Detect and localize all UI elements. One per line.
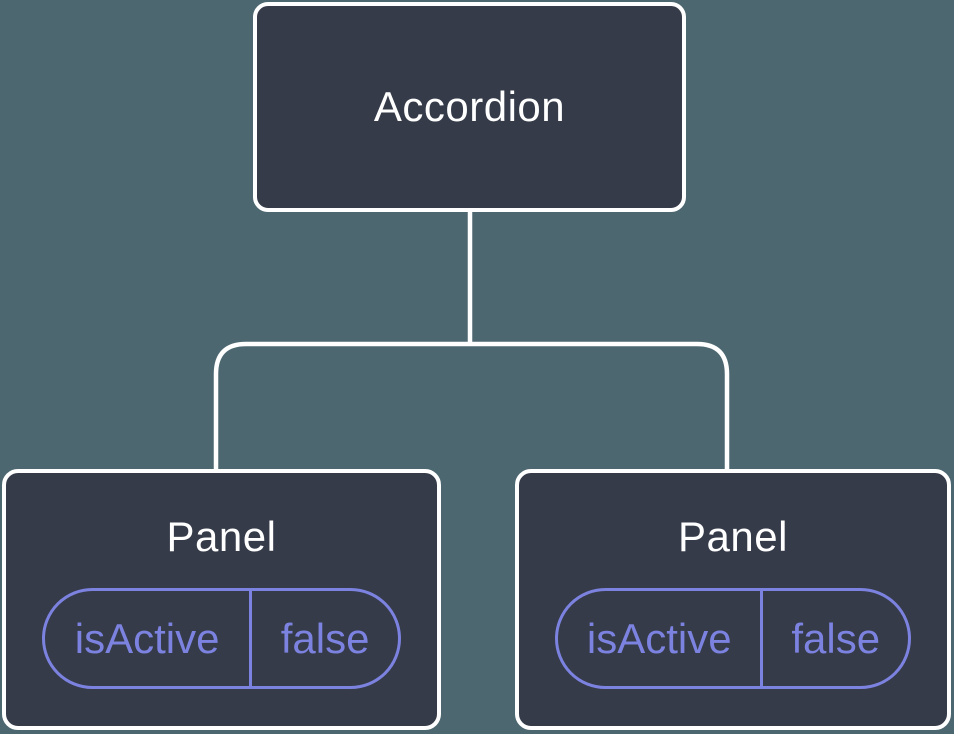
state-pill: isActive false bbox=[42, 588, 401, 689]
panel-node-label: Panel bbox=[678, 513, 788, 560]
branch-bracket-line bbox=[213, 341, 730, 471]
accordion-node-label: Accordion bbox=[373, 83, 566, 130]
state-name: isActive bbox=[558, 591, 764, 686]
panel-node-label: Panel bbox=[166, 513, 277, 560]
state-pill: isActive false bbox=[555, 588, 911, 689]
state-value: false bbox=[280, 614, 370, 662]
panel-node-right: Panel isActive false bbox=[515, 469, 951, 730]
panel-node-left: Panel isActive false bbox=[2, 469, 441, 730]
accordion-node: Accordion bbox=[253, 2, 686, 212]
state-value: false bbox=[791, 614, 881, 662]
state-name: isActive bbox=[45, 591, 253, 686]
